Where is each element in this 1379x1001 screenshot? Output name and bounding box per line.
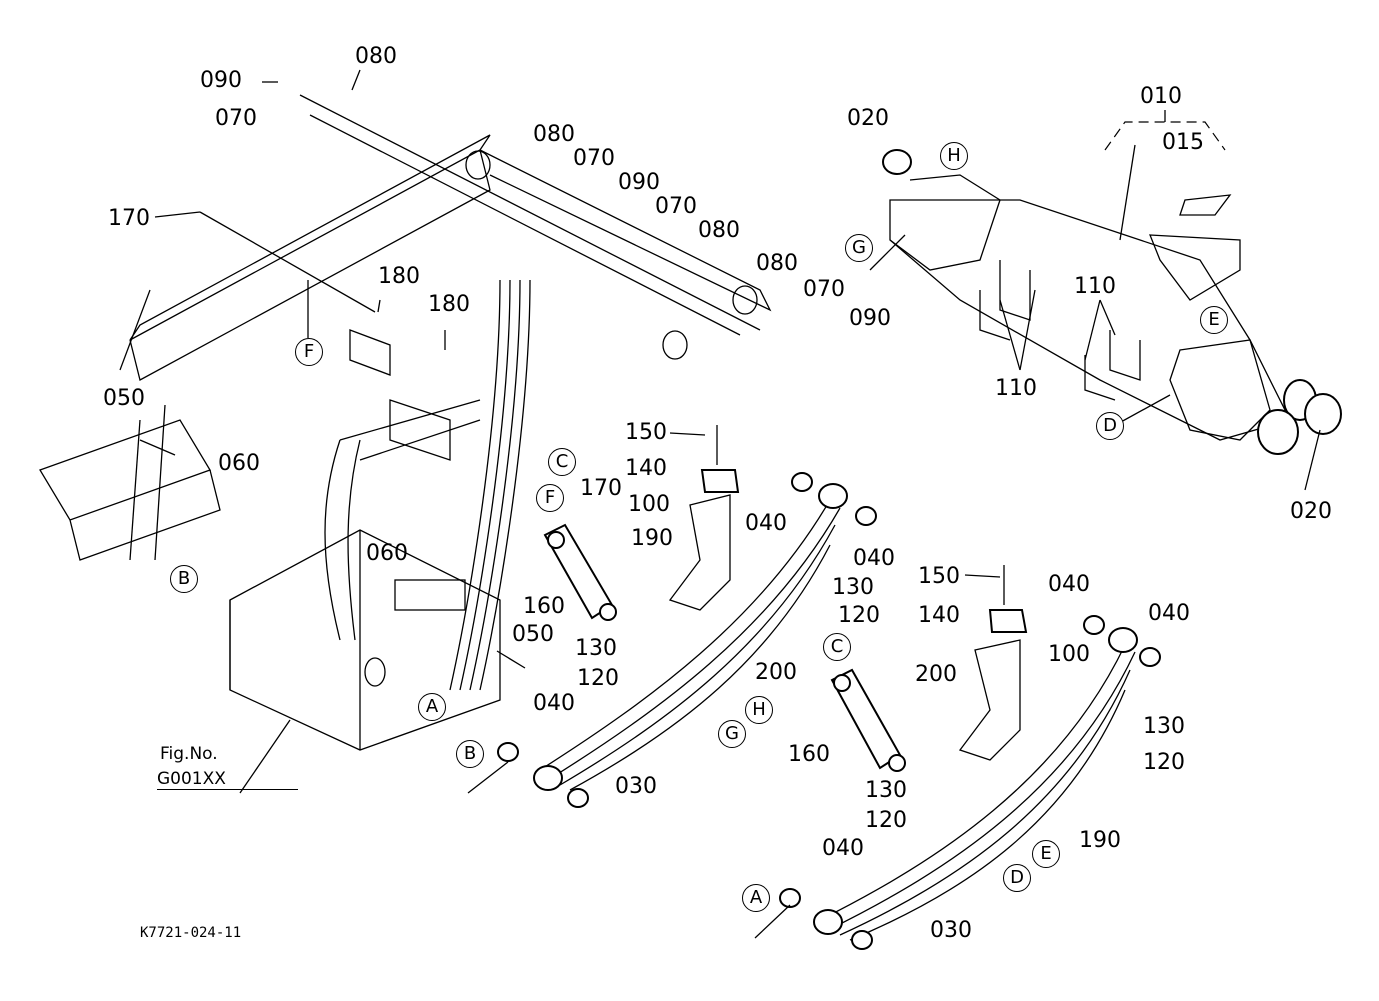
part-label-150: 150 bbox=[625, 420, 667, 445]
part-label-120: 120 bbox=[865, 808, 907, 833]
part-label-130: 130 bbox=[865, 778, 907, 803]
part-label-040: 040 bbox=[745, 511, 787, 536]
ref-circle-d: D bbox=[1003, 864, 1031, 892]
part-label-020: 020 bbox=[1290, 499, 1332, 524]
figure-ref-number: G001XX bbox=[157, 770, 298, 790]
ref-circle-g: G bbox=[845, 234, 873, 262]
part-label-040: 040 bbox=[853, 546, 895, 571]
part-label-100: 100 bbox=[628, 492, 670, 517]
ref-circle-h: H bbox=[745, 696, 773, 724]
shock-absorbers bbox=[543, 523, 906, 772]
part-label-130: 130 bbox=[575, 636, 617, 661]
part-label-080: 080 bbox=[355, 44, 397, 69]
part-label-060: 060 bbox=[218, 451, 260, 476]
cross-tube bbox=[299, 94, 772, 360]
ref-circle-a: A bbox=[418, 693, 446, 721]
body-structure bbox=[229, 279, 531, 751]
ref-circle-a: A bbox=[742, 884, 770, 912]
ref-circle-b: B bbox=[170, 565, 198, 593]
part-label-090: 090 bbox=[618, 170, 660, 195]
part-label-070: 070 bbox=[573, 146, 615, 171]
part-label-130: 130 bbox=[1143, 714, 1185, 739]
part-label-130: 130 bbox=[832, 575, 874, 600]
part-label-080: 080 bbox=[756, 251, 798, 276]
part-label-070: 070 bbox=[215, 106, 257, 131]
part-label-180: 180 bbox=[428, 292, 470, 317]
part-label-070: 070 bbox=[803, 277, 845, 302]
part-label-140: 140 bbox=[918, 603, 960, 628]
part-label-120: 120 bbox=[1143, 750, 1185, 775]
part-label-060: 060 bbox=[366, 541, 408, 566]
part-label-010: 010 bbox=[1140, 84, 1182, 109]
axle-housing bbox=[882, 149, 1342, 455]
leaf-spring-left bbox=[497, 472, 877, 808]
spring-brackets bbox=[668, 425, 1028, 761]
part-label-190: 190 bbox=[631, 526, 673, 551]
part-label-030: 030 bbox=[615, 774, 657, 799]
part-label-070: 070 bbox=[655, 194, 697, 219]
ref-circle-e: E bbox=[1032, 840, 1060, 868]
ref-circle-f: F bbox=[295, 338, 323, 366]
part-label-120: 120 bbox=[577, 666, 619, 691]
part-label-040: 040 bbox=[1048, 572, 1090, 597]
part-label-090: 090 bbox=[200, 68, 242, 93]
part-label-040: 040 bbox=[822, 836, 864, 861]
part-label-200: 200 bbox=[755, 660, 797, 685]
part-label-090: 090 bbox=[849, 306, 891, 331]
u-bolts bbox=[979, 260, 1141, 401]
part-label-050: 050 bbox=[103, 386, 145, 411]
part-label-080: 080 bbox=[698, 218, 740, 243]
ref-circle-c: C bbox=[548, 448, 576, 476]
part-label-020: 020 bbox=[847, 106, 889, 131]
part-label-110: 110 bbox=[1074, 274, 1116, 299]
part-label-120: 120 bbox=[838, 603, 880, 628]
ref-circle-b: B bbox=[456, 740, 484, 768]
ref-circle-h: H bbox=[940, 142, 968, 170]
leader-lines bbox=[139, 69, 1321, 939]
leaf-spring-right bbox=[779, 615, 1161, 950]
assembly-bracket bbox=[1104, 110, 1226, 151]
part-label-200: 200 bbox=[915, 662, 957, 687]
drawing-code: K7721-024-11 bbox=[140, 925, 242, 941]
ref-circle-c: C bbox=[823, 633, 851, 661]
part-label-170: 170 bbox=[108, 206, 150, 231]
part-label-050: 050 bbox=[512, 622, 554, 647]
part-label-140: 140 bbox=[625, 456, 667, 481]
part-label-040: 040 bbox=[533, 691, 575, 716]
part-label-180: 180 bbox=[378, 264, 420, 289]
ref-circle-f: F bbox=[536, 484, 564, 512]
part-label-030: 030 bbox=[930, 918, 972, 943]
ref-circle-e: E bbox=[1200, 306, 1228, 334]
part-label-080: 080 bbox=[533, 122, 575, 147]
part-label-160: 160 bbox=[523, 594, 565, 619]
part-label-190: 190 bbox=[1079, 828, 1121, 853]
part-label-150: 150 bbox=[918, 564, 960, 589]
frame-rails bbox=[39, 134, 491, 561]
figure-ref-label: Fig.No. bbox=[160, 744, 218, 764]
ref-circle-g: G bbox=[718, 720, 746, 748]
part-label-160: 160 bbox=[788, 742, 830, 767]
part-label-100: 100 bbox=[1048, 642, 1090, 667]
ref-circle-d: D bbox=[1096, 412, 1124, 440]
part-label-110: 110 bbox=[995, 376, 1037, 401]
part-label-170: 170 bbox=[580, 476, 622, 501]
part-label-015: 015 bbox=[1162, 130, 1204, 155]
part-label-040: 040 bbox=[1148, 601, 1190, 626]
